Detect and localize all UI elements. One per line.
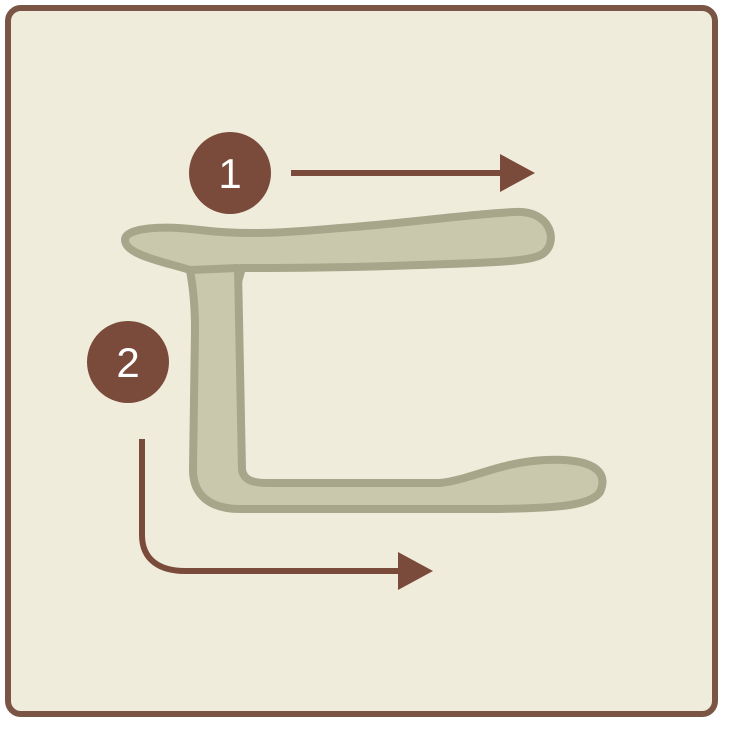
character-stroke-bent bbox=[186, 264, 607, 513]
step-2-marker: 2 bbox=[87, 321, 169, 403]
step-1-arrow bbox=[291, 154, 535, 192]
step-1-marker: 1 bbox=[189, 132, 271, 214]
step-2-arrow bbox=[139, 439, 433, 590]
step-1-number: 1 bbox=[218, 150, 241, 197]
step-2-number: 2 bbox=[116, 339, 139, 386]
